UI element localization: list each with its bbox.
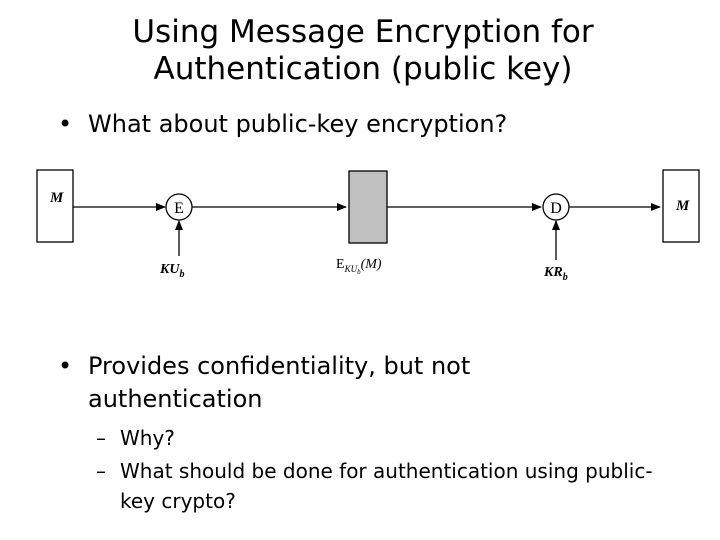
encrypt-label: E: [174, 200, 184, 217]
title-line-1: Using Message Encryption for: [132, 14, 594, 50]
bullet-text: Provides confidentiality, but not authen…: [88, 352, 471, 413]
sub-bullet-text: Why?: [120, 426, 175, 450]
sub-bullet-text: What should be done for authentication u…: [120, 459, 653, 513]
bullet-confidentiality: • Provides confidentiality, but not authe…: [58, 350, 618, 416]
bullet-public-key-question: • What about public-key encryption?: [58, 108, 507, 141]
sub-bullet-authentication-question: –What should be done for authentication …: [96, 456, 660, 516]
public-key-label: KUb: [159, 262, 184, 280]
source-message-box: [36, 169, 74, 243]
sub-bullet-marker: –: [96, 426, 106, 450]
sub-bullet-why: –Why?: [96, 423, 660, 453]
encryption-diagram: M E KUb EKUb(M) D KRb M: [36, 169, 700, 283]
bullet-text: What about public-key encryption?: [88, 110, 508, 138]
slide-title: Using Message Encryption for Authenticat…: [0, 14, 720, 88]
sub-bullet-marker: –: [96, 459, 106, 483]
decrypt-label: D: [550, 200, 562, 217]
destination-message-box: [662, 169, 700, 243]
ciphertext-label: EKUb(M): [336, 257, 382, 276]
private-key-label: KRb: [543, 265, 568, 283]
destination-message-label: M: [675, 198, 690, 214]
bullet-marker: •: [58, 110, 73, 138]
title-line-2: Authentication (public key): [153, 51, 573, 87]
bullet-marker: •: [58, 352, 73, 380]
source-message-label: M: [49, 190, 64, 206]
ciphertext-block: [348, 170, 388, 244]
